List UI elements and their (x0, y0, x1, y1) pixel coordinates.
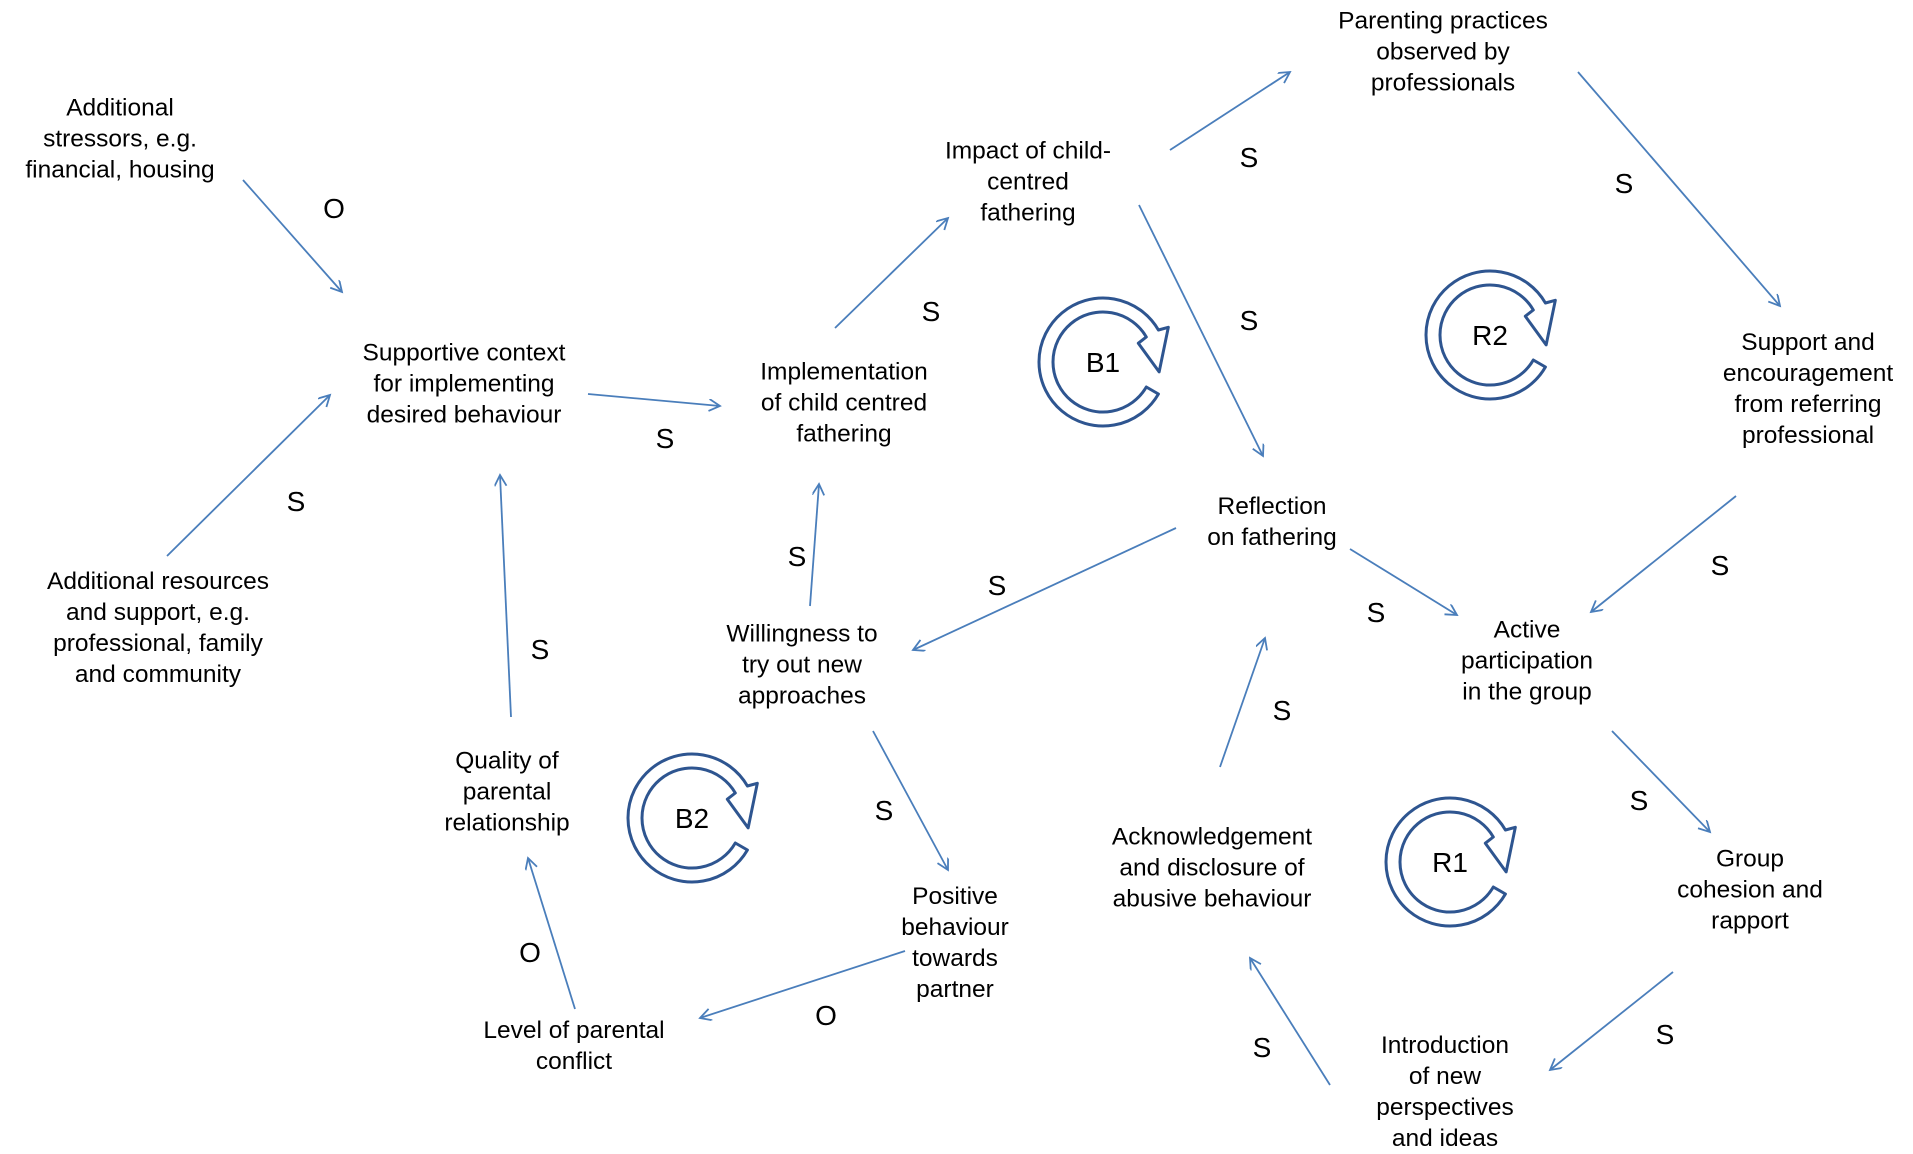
node-impact-of-child-centred-fathering: Impact of child- centred fathering (944, 137, 1112, 227)
link-impact-to-reflection (1138, 204, 1263, 456)
node-implementation-of-child-centred-fathering: Implementation of child centred fatherin… (760, 358, 928, 448)
node-positive-behaviour-towards-partner: Positive behaviour towards partner (901, 883, 1009, 1003)
node-willingness-to-try-new-approaches: Willingness to try out new approaches (726, 620, 878, 710)
polarity-quality-to-context: S (530, 634, 550, 665)
loop-r2: R2 (1424, 269, 1557, 401)
link-context-to-implementation (587, 393, 720, 406)
loop-r1: R1 (1384, 796, 1517, 928)
polarity-willingness-to-positive: S (874, 795, 894, 826)
polarity-support-to-active: S (1710, 550, 1730, 581)
loop-b2-ring (626, 752, 759, 884)
link-positive-to-conflict (700, 950, 906, 1018)
polarity-context-to-implementation: S (655, 423, 675, 454)
node-supportive-context: Supportive context for implementing desi… (362, 339, 566, 429)
node-support-and-encouragement: Support and encouragement from referring… (1722, 329, 1894, 449)
link-introduction-to-acknowledgement (1250, 958, 1331, 1086)
link-support-to-active (1591, 495, 1737, 612)
link-acknowledgement-to-reflection (1219, 638, 1265, 768)
polarity-acknowledgement-to-reflection: S (1272, 695, 1292, 726)
link-cohesion-to-introduction (1550, 971, 1674, 1070)
node-acknowledgement-and-disclosure: Acknowledgement and disclosure of abusiv… (1111, 823, 1313, 913)
polarity-positive-to-conflict: O (815, 1000, 837, 1031)
link-conflict-to-quality (528, 858, 576, 1010)
loop-r2-label: R2 (1472, 320, 1508, 351)
node-additional-resources: Additional resources and support, e.g. p… (47, 568, 269, 688)
loop-r2-ring (1424, 269, 1557, 401)
polarity-resources-to-context: S (286, 486, 306, 517)
link-impact-to-practices (1169, 72, 1290, 151)
loop-r1-label: R1 (1432, 847, 1468, 878)
link-stressors-to-context (242, 179, 342, 292)
link-willingness-to-positive (872, 730, 948, 870)
node-introduction-of-new-perspectives: Introduction of new perspectives and ide… (1376, 1032, 1514, 1152)
loop-b1: B1 (1037, 296, 1170, 428)
node-level-of-parental-conflict: Level of parental conflict (483, 1017, 665, 1075)
causal-links (166, 71, 1780, 1086)
polarity-introduction-to-acknowledgement: S (1252, 1032, 1272, 1063)
link-practices-to-support (1577, 71, 1780, 306)
polarity-implementation-to-impact: S (921, 296, 941, 327)
loop-r1-ring (1384, 796, 1517, 928)
polarity-active-to-cohesion: S (1629, 785, 1649, 816)
polarity-stressors-to-context: O (323, 193, 345, 224)
link-willingness-to-implementation (809, 484, 819, 607)
loop-b2: B2 (626, 752, 759, 884)
link-active-to-cohesion (1611, 730, 1710, 832)
polarity-impact-to-reflection: S (1239, 305, 1259, 336)
node-additional-stressors: Additional stressors, e.g. financial, ho… (25, 94, 215, 184)
loop-b1-ring (1037, 296, 1170, 428)
polarity-practices-to-support: S (1614, 168, 1634, 199)
link-reflection-to-willingness (913, 527, 1177, 650)
link-implementation-to-impact (834, 218, 948, 329)
polarity-reflection-to-active: S (1366, 597, 1386, 628)
loop-symbols: B1 R2 B2 R1 (626, 269, 1557, 928)
link-quality-to-context (500, 475, 512, 718)
loop-b2-label: B2 (675, 803, 709, 834)
polarity-reflection-to-willingness: S (987, 570, 1007, 601)
node-parenting-practices-observed: Parenting practices observed by professi… (1338, 7, 1548, 97)
polarity-conflict-to-quality: O (519, 937, 541, 968)
node-quality-of-parental-relationship: Quality of parental relationship (444, 747, 570, 837)
loop-b1-label: B1 (1086, 347, 1120, 378)
link-resources-to-context (166, 395, 330, 557)
polarity-cohesion-to-introduction: S (1655, 1019, 1675, 1050)
node-reflection-on-fathering: Reflection on fathering (1207, 493, 1337, 551)
polarity-impact-to-practices: S (1239, 142, 1259, 173)
polarity-willingness-to-implementation: S (787, 541, 807, 572)
node-active-participation: Active participation in the group (1460, 616, 1594, 706)
node-group-cohesion-and-rapport: Group cohesion and rapport (1677, 845, 1823, 935)
link-reflection-to-active (1349, 548, 1457, 615)
